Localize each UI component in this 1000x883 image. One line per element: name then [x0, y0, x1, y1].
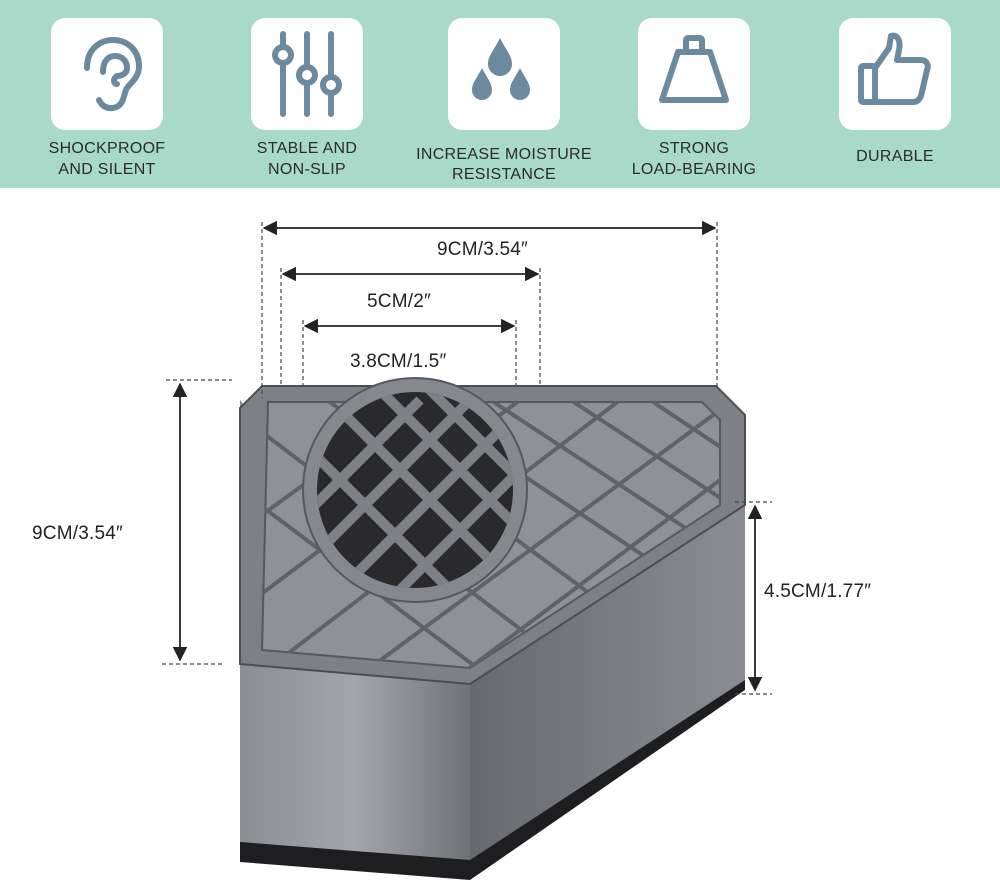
water-drops-icon — [472, 38, 530, 100]
depth-label: 9CM/3.54″ — [30, 523, 125, 545]
feature-icon-box — [251, 18, 363, 130]
opening-inner-label: 3.8CM/1.5″ — [348, 351, 449, 373]
thumbs-up-icon — [858, 32, 931, 105]
feature-label-line1: INCREASE MOISTURE — [416, 146, 592, 163]
feature-moisture: INCREASE MOISTURE RESISTANCE — [404, 18, 604, 188]
feature-label-line2: AND SILENT — [58, 161, 156, 178]
feature-icon-box — [448, 18, 560, 130]
feature-label-line1: SHOCKPROOF — [48, 140, 166, 157]
height-label: 4.5CM/1.77″ — [762, 581, 874, 603]
anti-vibration-pad-drawing — [162, 220, 772, 880]
product-diagram: 9CM/3.54″ 5CM/2″ 3.8CM/1.5″ 9CM/3.54″ 4.… — [0, 188, 1000, 883]
feature-icon-box — [51, 18, 163, 130]
feature-durable: DURABLE — [795, 18, 995, 188]
feature-label-line1: STRONG — [658, 140, 730, 157]
feature-label-line2: LOAD-BEARING — [631, 161, 757, 178]
opening-outer-label: 5CM/2″ — [365, 291, 433, 313]
extension-lines — [162, 222, 772, 695]
overall-width-label: 9CM/3.54″ — [435, 239, 530, 261]
feature-icon-box — [638, 18, 750, 130]
dimension-arrows — [172, 220, 763, 692]
feature-load-bearing: STRONG LOAD-BEARING — [594, 18, 794, 188]
feature-stable: STABLE AND NON-SLIP — [207, 18, 407, 188]
feature-label-line2: RESISTANCE — [451, 166, 557, 183]
weight-icon — [659, 35, 729, 103]
feature-icon-box — [839, 18, 951, 130]
feature-label-line2: NON-SLIP — [268, 161, 346, 178]
ear-icon — [84, 37, 142, 112]
side-face — [470, 505, 745, 860]
sliders-icon — [272, 31, 342, 117]
feature-shockproof: SHOCKPROOF AND SILENT — [7, 18, 207, 188]
feature-banner: SHOCKPROOF AND SILENT STABLE AND NON-SLI… — [0, 0, 1000, 188]
feature-label-line1: DURABLE — [856, 148, 934, 165]
cup-grid — [317, 392, 513, 588]
feature-label-line1: STABLE AND — [256, 140, 358, 157]
